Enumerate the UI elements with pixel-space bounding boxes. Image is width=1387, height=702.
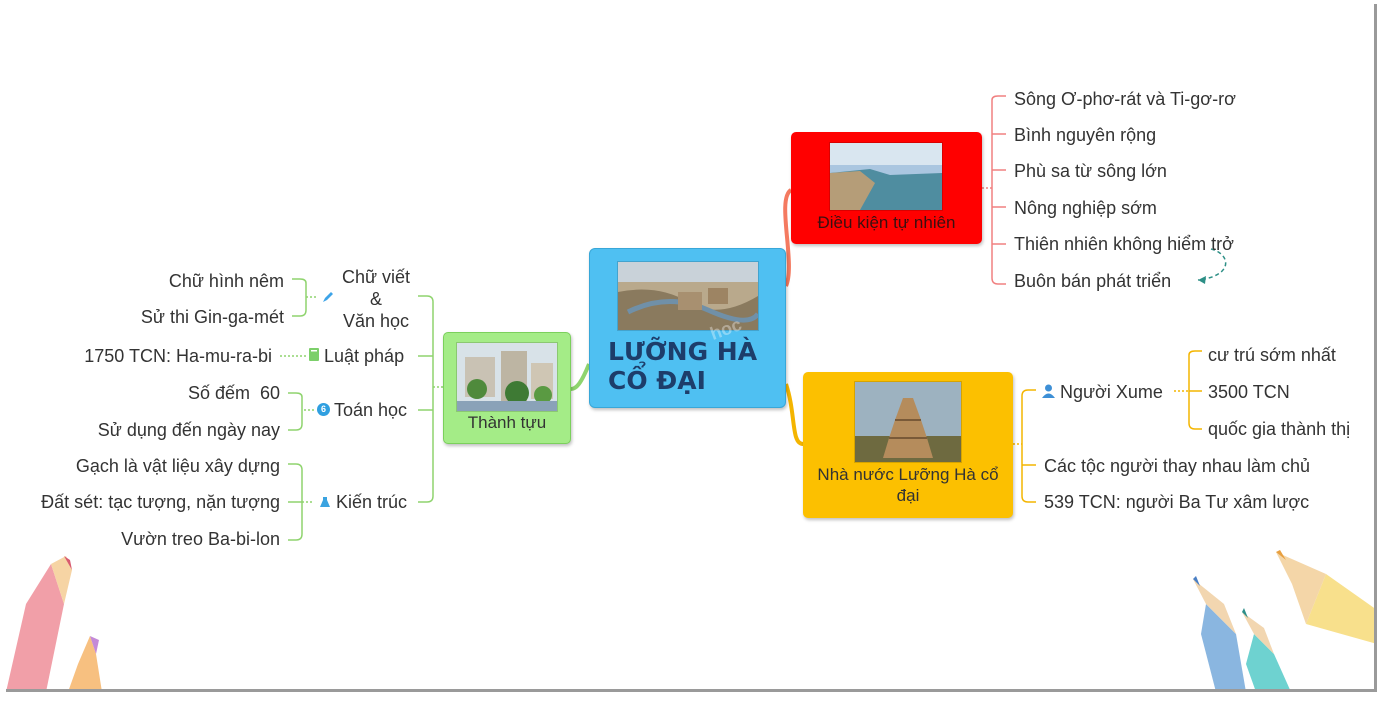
branch-natural[interactable]: Điều kiện tự nhiên xyxy=(791,132,982,244)
flask-icon xyxy=(319,495,331,513)
state-item[interactable]: Các tộc người thay nhau làm chủ xyxy=(1044,456,1310,476)
natural-item[interactable]: Sông Ơ-phơ-rát và Ti-gơ-rơ xyxy=(1014,89,1236,109)
math-label[interactable]: Toán học xyxy=(334,400,408,420)
natural-item[interactable]: Bình nguyên rộng xyxy=(1014,125,1157,145)
state-label: Nhà nước Lưỡng Hà cổ đại xyxy=(817,465,999,505)
law-label[interactable]: Luật pháp xyxy=(324,346,405,366)
number-badge-icon: 6 xyxy=(317,403,330,416)
architecture-item[interactable]: Vườn treo Ba-bi-lon xyxy=(121,529,280,549)
sumer-item[interactable]: cư trú sớm nhất xyxy=(1208,345,1336,365)
writing-label-line3: Văn học xyxy=(342,311,410,331)
writing-label-line1: Chữ viết xyxy=(341,267,411,287)
link-root-achievements xyxy=(570,363,591,391)
root-title: LƯỠNG HÀ CỔ ĐẠI xyxy=(608,337,757,395)
pencil-decoration-right xyxy=(1193,550,1374,689)
architecture-item[interactable]: Gạch là vật liệu xây dựng xyxy=(75,456,280,476)
achievements-image xyxy=(456,342,558,412)
writing-item[interactable]: Chữ hình nêm xyxy=(168,271,284,291)
mindmap-canvas: LƯỠNG HÀ CỔ ĐẠI hoc Điều kiện tự nhiên S… xyxy=(6,4,1377,692)
state-image xyxy=(854,381,962,463)
natural-item[interactable]: Phù sa từ sông lớn xyxy=(1014,161,1167,181)
state-item[interactable]: 539 TCN: người Ba Tư xâm lược xyxy=(1044,492,1310,512)
branch-achievements[interactable]: Thành tựu xyxy=(443,332,571,444)
writing-item[interactable]: Sử thi Gin-ga-mét xyxy=(140,307,284,327)
achievements-label: Thành tựu xyxy=(467,413,547,432)
sumer-item[interactable]: 3500 TCN xyxy=(1208,382,1290,402)
natural-label: Điều kiện tự nhiên xyxy=(817,213,956,232)
root-title-line1: LƯỠNG HÀ xyxy=(608,337,758,366)
branch-state[interactable]: Nhà nước Lưỡng Hà cổ đại xyxy=(803,372,1013,518)
writing-label-line2: & xyxy=(369,289,382,309)
root-node[interactable]: LƯỠNG HÀ CỔ ĐẠI hoc xyxy=(589,248,786,408)
sumer-label[interactable]: Người Xume xyxy=(1060,382,1163,402)
math-item[interactable]: Số đếm 60 xyxy=(187,383,280,403)
sumer-item[interactable]: quốc gia thành thị xyxy=(1208,419,1351,439)
math-item[interactable]: Sử dụng đến ngày nay xyxy=(97,420,280,440)
writing-label[interactable]: Chữ viết & Văn học xyxy=(340,266,412,332)
architecture-item[interactable]: Đất sét: tạc tượng, nặn tượng xyxy=(41,492,280,512)
link-root-natural xyxy=(783,188,793,287)
link-root-state xyxy=(784,383,804,446)
natural-item[interactable]: Buôn bán phát triển xyxy=(1014,271,1172,291)
natural-image xyxy=(829,142,943,211)
connector-lines xyxy=(6,95,1374,689)
pencil-icon xyxy=(322,290,334,308)
architecture-label[interactable]: Kiến trúc xyxy=(336,492,408,512)
law-item[interactable]: 1750 TCN: Ha-mu-ra-bi xyxy=(84,346,272,366)
person-icon xyxy=(1042,384,1055,403)
root-title-line2: CỔ ĐẠI xyxy=(608,366,706,395)
pencil-decoration-left xyxy=(6,556,102,689)
book-icon xyxy=(309,348,319,366)
natural-item[interactable]: Nông nghiệp sớm xyxy=(1014,198,1157,218)
root-image xyxy=(617,261,759,331)
natural-item[interactable]: Thiên nhiên không hiểm trở xyxy=(1014,234,1234,254)
